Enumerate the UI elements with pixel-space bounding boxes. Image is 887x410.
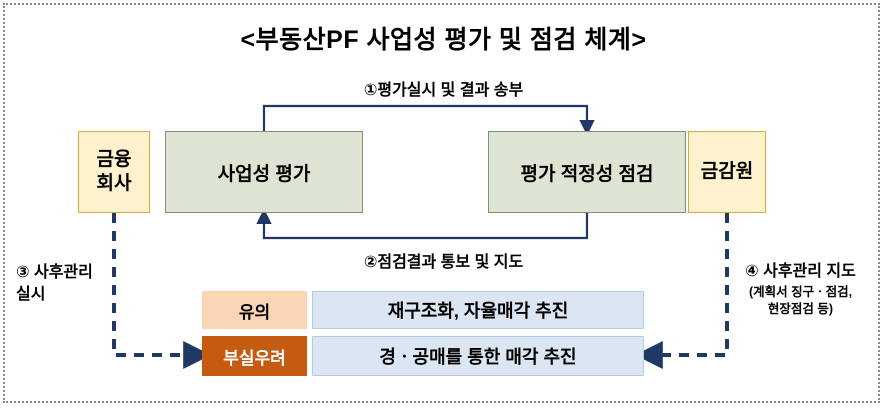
note-step4: ④ 사후관리 지도 (계획서 징구ㆍ점검, 현장점검 등) [718,262,883,318]
process-adequacy-inspection[interactable]: 평가 적정성 점검 [488,131,686,213]
grade-action-insolvency-label: 경ㆍ공매를 통한 매각 추진 [379,347,577,367]
note-step4-sub-line2: 현장점검 등) [767,302,834,317]
note-step3: ③ 사후관리 실시 [16,262,142,305]
grade-action-insolvency[interactable]: 경ㆍ공매를 통한 매각 추진 [312,336,644,376]
note-step4-sub-line1: (계획서 징구ㆍ점검, [748,284,853,299]
grade-action-caution[interactable]: 재구조화, 자율매각 추진 [312,291,644,329]
actor-finance-company-line1: 금융 [96,149,132,171]
grade-tag-caution-label: 유의 [238,302,271,322]
flow-label-step2: ②점검결과 통보 및 지도 [363,254,524,271]
actor-fss[interactable]: 금감원 [688,131,766,213]
process-feasibility-evaluation[interactable]: 사업성 평가 [165,131,363,213]
process-adequacy-inspection-label: 평가 적정성 점검 [520,163,654,185]
actor-finance-company[interactable]: 금융 회사 [78,131,150,213]
note-step3-line1: ③ 사후관리 [16,264,93,281]
grade-tag-insolvency[interactable]: 부실우려 [202,336,307,376]
actor-finance-company-label: 금융 회사 [97,148,132,196]
process-feasibility-evaluation-label: 사업성 평가 [217,163,311,185]
note-step3-line2: 실시 [16,285,46,303]
grade-action-caution-label: 재구조화, 자율매각 추진 [387,301,569,321]
note-step4-title: ④ 사후관리 지도 [745,263,856,280]
actor-finance-company-line2: 회사 [96,173,132,194]
grade-tag-insolvency-label: 부실우려 [223,348,286,368]
page-title: <부동산PF 사업성 평가 및 점검 체계> [240,26,647,54]
outer-frame [3,3,880,403]
grade-tag-caution[interactable]: 유의 [202,291,307,329]
flow-label-step1: ①평가실시 및 결과 송부 [363,82,524,99]
actor-fss-label: 금감원 [700,161,754,183]
